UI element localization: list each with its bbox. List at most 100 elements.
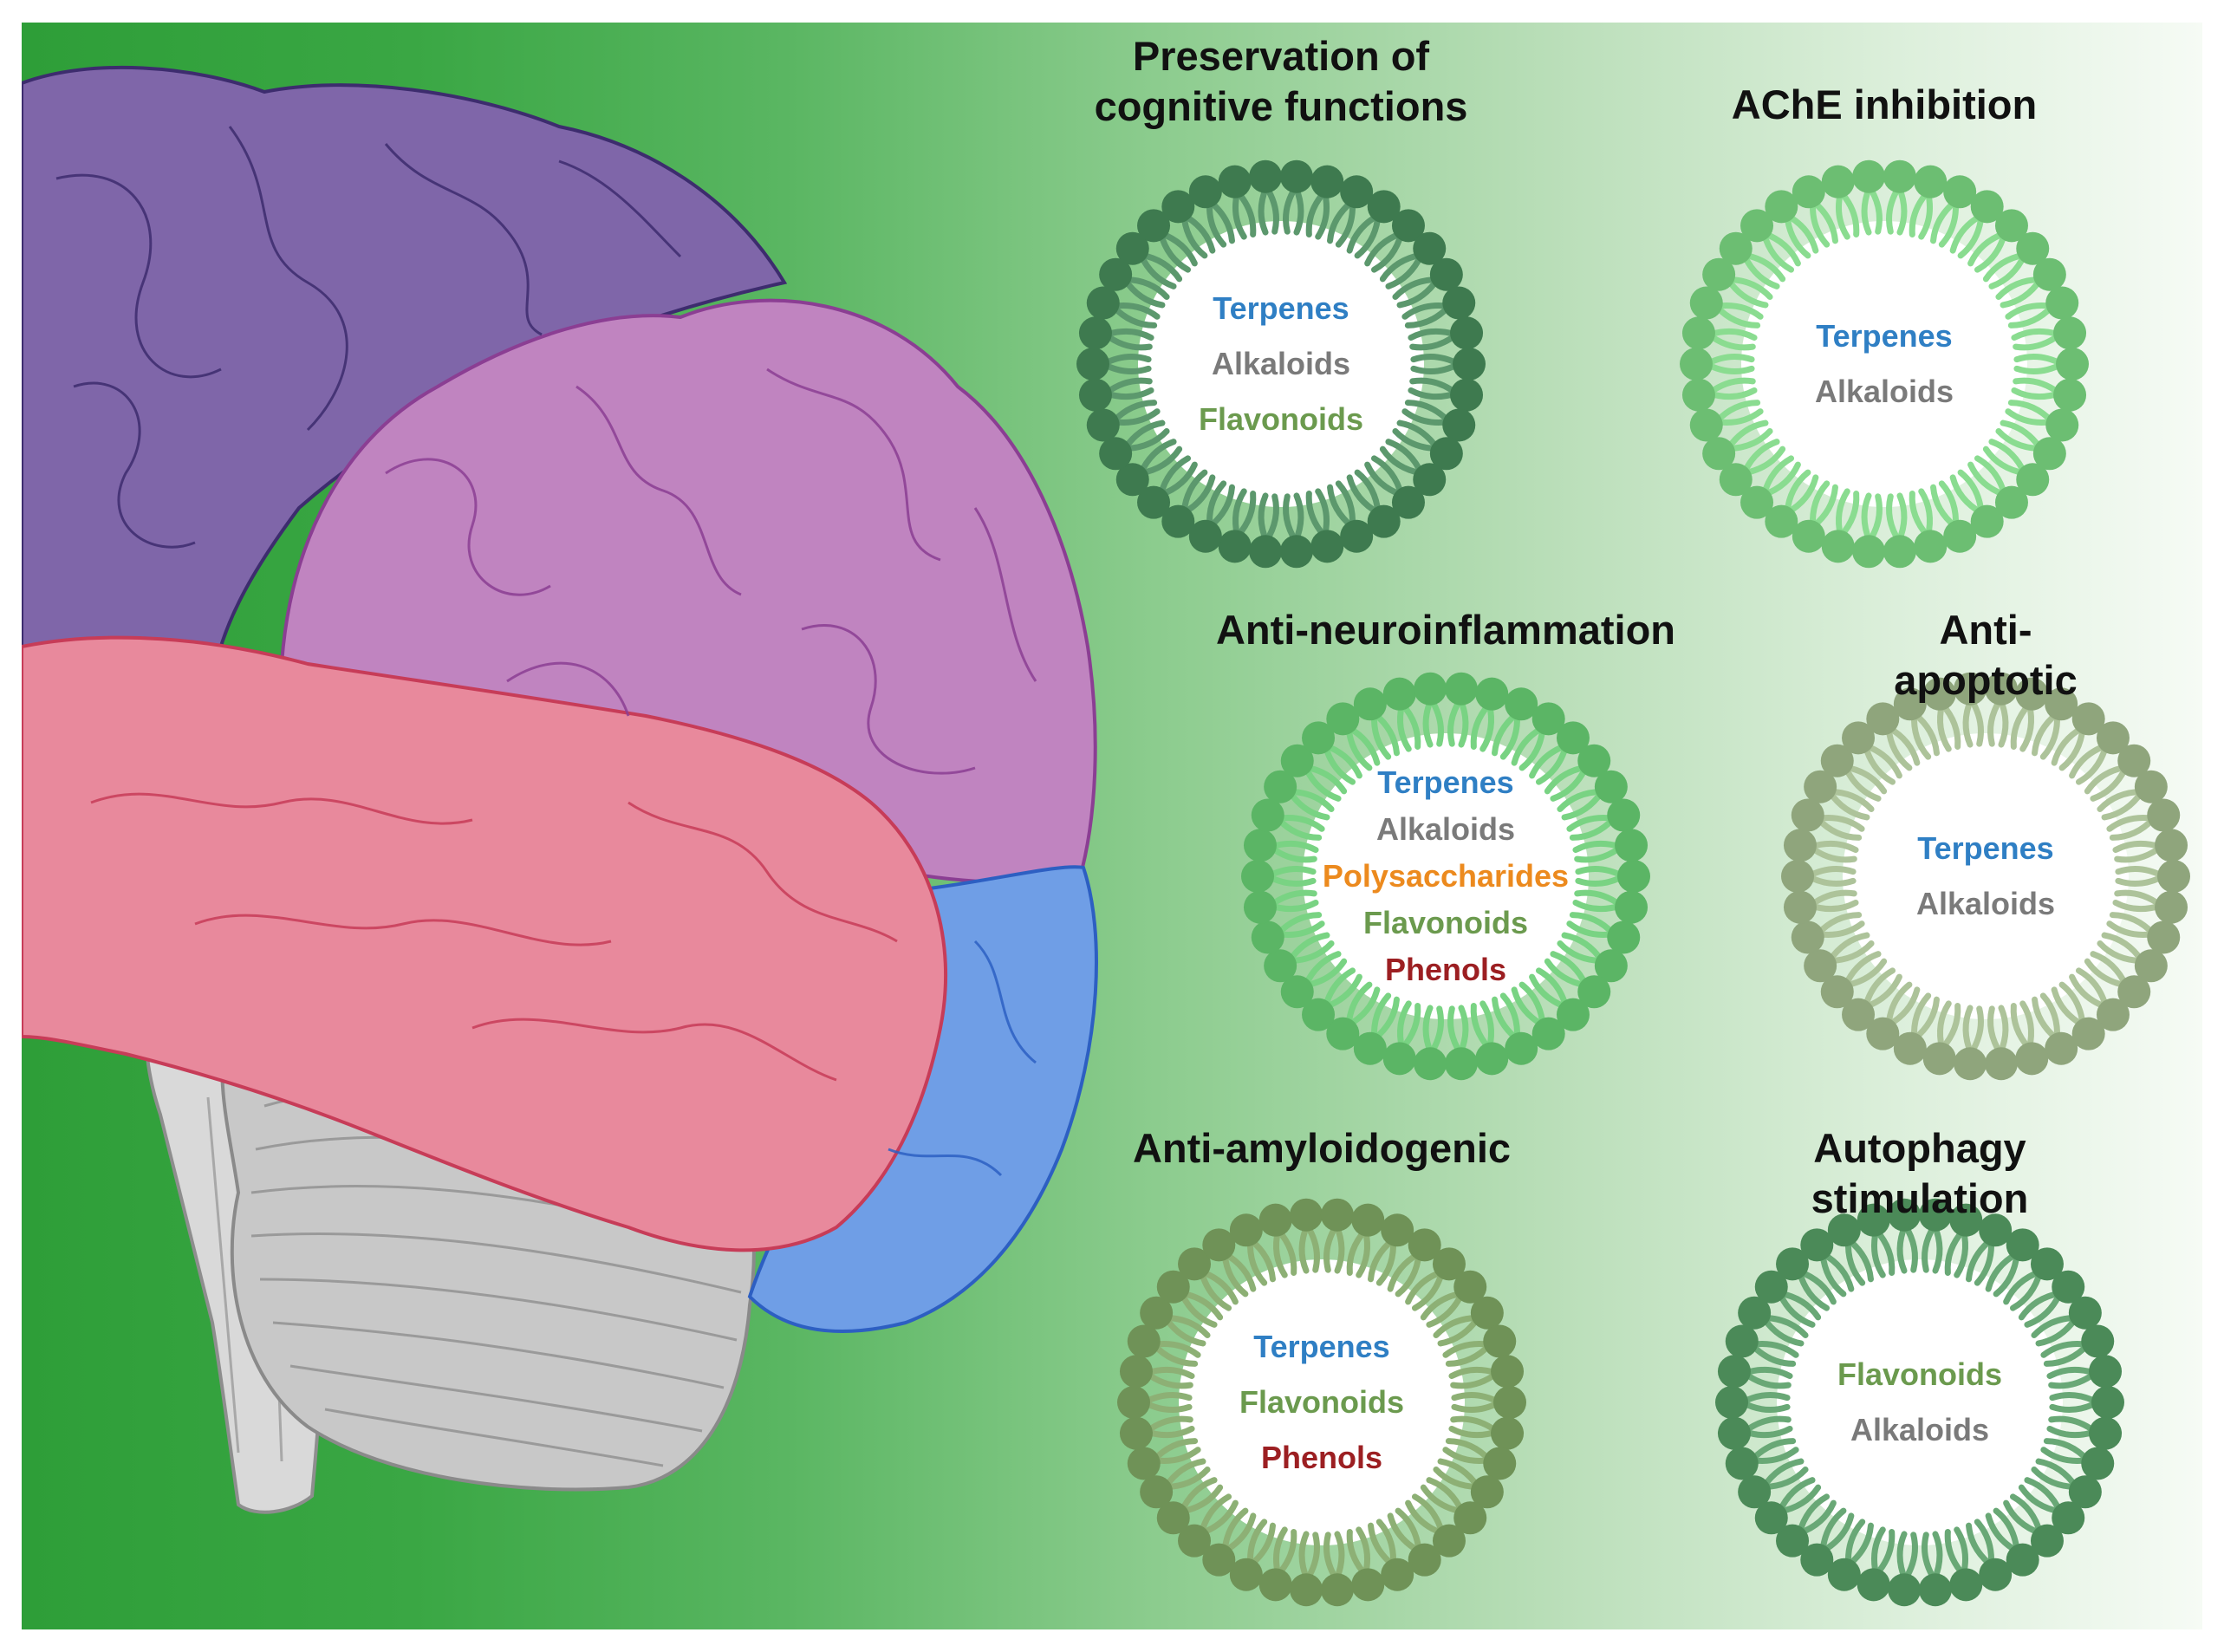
lipid-head (1218, 165, 1252, 198)
lipid-head (1320, 1573, 1354, 1607)
lipid-head (1251, 920, 1284, 954)
lipid-head (1493, 1386, 1526, 1419)
lipid-head (1680, 348, 1713, 380)
lipid-head (1320, 1198, 1354, 1232)
lipid-head (1391, 485, 1425, 519)
lipid-tail (1422, 696, 1434, 748)
lipid-head (1140, 1296, 1174, 1330)
lipid-head (1715, 1386, 1748, 1419)
lipid-head (1119, 1355, 1153, 1389)
lipid-head (2015, 677, 2049, 711)
lipid-head (1702, 437, 1736, 471)
lipid-head (1689, 408, 1723, 442)
lipid-head (1290, 1198, 1323, 1232)
micelle-1 (1680, 159, 2089, 569)
lipid-head (2068, 1296, 2102, 1330)
lipid-head (2096, 721, 2130, 755)
lipid-head (1178, 1524, 1212, 1558)
lipid-head (1754, 1270, 1788, 1304)
lipid-head (1852, 535, 1886, 569)
lipid-head (1326, 1017, 1360, 1050)
lipid-head (2056, 348, 2089, 380)
lipid-head (1367, 504, 1401, 538)
lipid-head (1883, 535, 1916, 569)
lipid-head (1381, 1558, 1414, 1591)
lipid-head (1310, 165, 1344, 198)
lipid-head (1229, 1213, 1263, 1247)
lipid-head (1556, 998, 1590, 1031)
lipid-head (1804, 770, 1837, 803)
lipid-head (1893, 1031, 1927, 1065)
lipid-head (2117, 744, 2151, 777)
lipid-head (2134, 770, 2168, 803)
lipid-head (1800, 1543, 1834, 1577)
micelle-core (1179, 1259, 1465, 1545)
temporal-lobe (22, 635, 948, 1252)
lipid-head (1161, 504, 1195, 538)
lipid-tail (1962, 696, 1974, 748)
lipid-head (1279, 535, 1313, 569)
lipid-head (1414, 1047, 1447, 1081)
compound-label-terpenes: Terpenes (1917, 830, 2054, 866)
lipid-head (1970, 190, 2004, 224)
lipid-head (2006, 1543, 2039, 1577)
lipid-tail (1861, 492, 1873, 544)
lipid-head (1414, 672, 1447, 706)
compound-label-terpenes: Terpenes (1816, 318, 1953, 354)
lipid-head (1607, 920, 1641, 954)
lipid-head (2157, 860, 2190, 893)
lipid-head (1483, 1447, 1517, 1480)
lipid-head (1792, 175, 1825, 209)
compound-label-phenols: Phenols (1384, 952, 1507, 987)
lipid-head (1353, 687, 1387, 721)
lipid-head (1442, 408, 1476, 442)
lipid-head (1617, 860, 1650, 893)
lipid-head (1949, 1568, 1983, 1602)
lipid-head (1827, 1213, 1861, 1247)
lipid-tail (1258, 184, 1270, 236)
lipid-head (2134, 949, 2168, 983)
lipid-head (1979, 1558, 2013, 1591)
lipid-head (1918, 1573, 1952, 1607)
lipid-head (1857, 1568, 1890, 1602)
lipid-head (2096, 998, 2130, 1031)
effect-title: Anti-amyloidogenic (1132, 1125, 1512, 1171)
lipid-head (1137, 209, 1171, 243)
lipid-head (1408, 1543, 1441, 1577)
lipid-head (2089, 1355, 2123, 1389)
lipid-head (1086, 286, 1120, 320)
micelle-2 (1241, 672, 1650, 1081)
lipid-tail (1962, 1005, 1974, 1057)
lipid-head (1792, 519, 1825, 553)
lipid-head (1408, 1228, 1441, 1262)
lipid-head (1681, 316, 1715, 350)
lipid-head (1119, 1416, 1153, 1450)
lipid-head (1243, 890, 1277, 924)
lipid-head (1615, 890, 1648, 924)
lipid-head (1156, 1270, 1190, 1304)
lipid-head (2081, 1324, 2115, 1358)
lipid-head (1202, 1543, 1236, 1577)
lipid-head (1719, 231, 1753, 265)
compound-label-terpenes: Terpenes (1213, 290, 1349, 326)
lipid-head (1310, 530, 1344, 563)
lipid-head (2052, 1270, 2085, 1304)
lipid-head (1754, 1501, 1788, 1535)
lipid-head (1475, 677, 1509, 711)
micelle-core (1741, 221, 2027, 507)
lipid-head (1615, 829, 1648, 862)
lipid-head (1099, 437, 1133, 471)
lipid-head (2071, 702, 2105, 736)
lipid-head (1078, 316, 1112, 350)
lipid-head (1922, 1042, 1956, 1076)
lipid-head (1943, 519, 1977, 553)
compound-label-terpenes: Terpenes (1253, 1329, 1390, 1364)
lipid-head (1115, 463, 1149, 497)
lipid-head (1178, 1247, 1212, 1281)
lipid-head (1453, 1270, 1487, 1304)
lipid-head (1577, 975, 1611, 1009)
compound-label-alkaloids: Alkaloids (1915, 886, 2056, 921)
lipid-head (1531, 1017, 1565, 1050)
lipid-head (1243, 829, 1277, 862)
lipid-head (1351, 1203, 1385, 1237)
